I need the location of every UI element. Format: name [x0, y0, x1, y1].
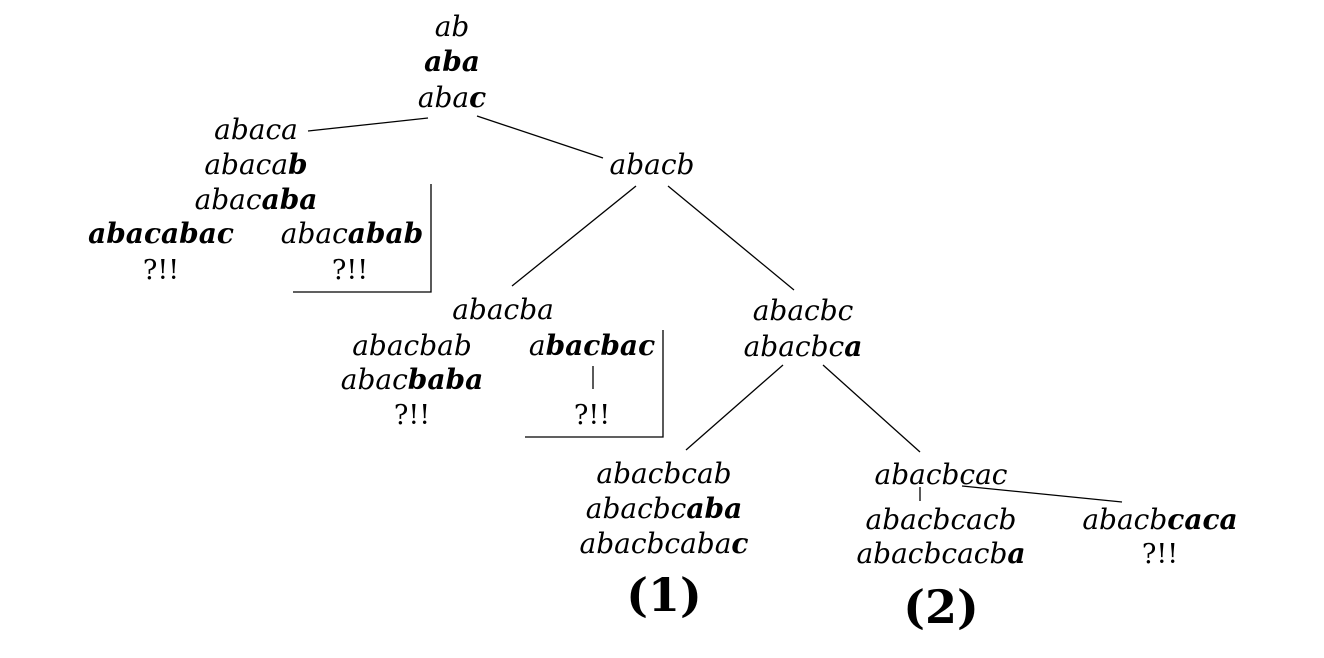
- node-abacabac: abacabac: [88, 217, 234, 250]
- node-abacbcaba: abacbcaba: [585, 492, 743, 525]
- node-abacabab: abacabab: [280, 217, 424, 250]
- node-abacab: abacab: [204, 148, 308, 181]
- edge-abac-abaca: [307, 117, 429, 132]
- edge-abac-abacb: [476, 115, 604, 159]
- node-abacbcac: abacbcac: [874, 458, 1008, 491]
- case-label-1: (1): [626, 568, 702, 622]
- node-abacbcacba: abacbcacba: [856, 537, 1026, 570]
- node-abacbca: abacbca: [743, 330, 863, 363]
- node-abacbcab: abacbcab: [596, 457, 732, 490]
- node-abaca: abaca: [214, 113, 298, 146]
- node-abacbc: abacbc: [752, 294, 854, 327]
- edge-abacb-abacba: [511, 185, 637, 287]
- node-abacb: abacb: [609, 148, 695, 181]
- dead-end-mark: ?!!: [331, 255, 369, 286]
- node-abacbac: abacbac: [528, 329, 656, 362]
- node-ab: ab: [434, 10, 470, 43]
- node-abacbcaca: abacbcaca: [1082, 503, 1238, 536]
- bracket-abacbac: [525, 330, 664, 438]
- dead-end-mark: ?!!: [142, 255, 180, 286]
- bracket-abacabab: [293, 184, 432, 293]
- node-aba: aba: [424, 45, 480, 78]
- edge-abacbca-abacbcab: [685, 364, 784, 451]
- dead-end-mark: ?!!: [573, 400, 611, 431]
- node-abacbcabac: abacbcabac: [579, 527, 749, 560]
- node-abacba: abacba: [452, 293, 554, 326]
- node-abacbcacb: abacbcacb: [865, 503, 1017, 536]
- edge-abacbca-abacbcac: [822, 364, 921, 453]
- edge-abacbcac-abacbcaca: [961, 485, 1123, 503]
- edge-abacb-abacbc: [667, 185, 795, 291]
- node-abacbab: abacbab: [352, 329, 472, 362]
- node-abac: abac: [417, 81, 487, 114]
- node-abacaba: abacaba: [194, 183, 318, 216]
- case-label-2: (2): [903, 580, 979, 634]
- node-abacbaba: abacbaba: [340, 363, 484, 396]
- dead-end-mark: ?!!: [393, 400, 431, 431]
- dead-end-mark: ?!!: [1141, 539, 1179, 570]
